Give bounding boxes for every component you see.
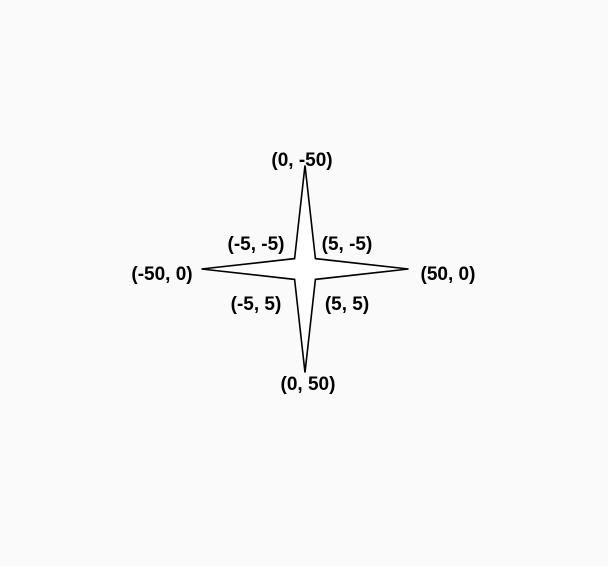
vertex-label-left: (-50, 0) [131, 264, 192, 285]
vertex-label-top: (0, -50) [271, 150, 332, 171]
vertex-label-bottom: (0, 50) [281, 374, 336, 395]
vertex-label-inner-top-right: (5, -5) [322, 234, 373, 255]
vertex-label-inner-top-left: (-5, -5) [228, 234, 285, 255]
vertex-label-inner-bottom-left: (-5, 5) [231, 294, 282, 315]
vertex-label-right: (50, 0) [421, 264, 476, 285]
vertex-label-inner-bottom-right: (5, 5) [325, 294, 369, 315]
star-outline [201, 165, 409, 373]
